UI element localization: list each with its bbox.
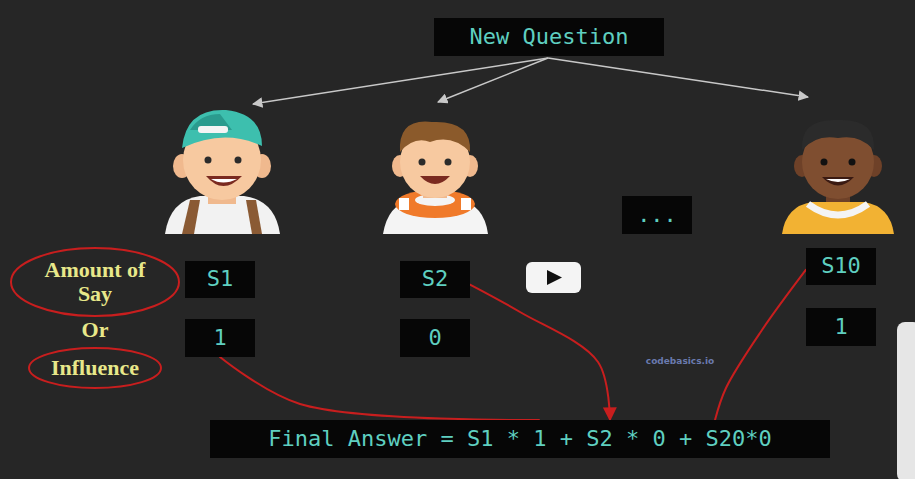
- annotation-arrow: [470, 285, 610, 420]
- annotation-circles: [11, 248, 179, 388]
- box-text: ...: [637, 202, 677, 228]
- annotation-arrow: [715, 270, 806, 420]
- say-box: S1: [185, 261, 255, 298]
- watermark: codebasics.io: [640, 355, 720, 367]
- box-text: S10: [821, 253, 861, 279]
- influence-box: 0: [400, 319, 470, 357]
- box-text: Final Answer = S1 * 1 + S2 * 0 + S20*0: [268, 426, 771, 452]
- box-text: New Question: [470, 24, 629, 50]
- axis-label: Influence: [20, 356, 170, 380]
- formula-box: Final Answer = S1 * 1 + S2 * 0 + S20*0: [210, 420, 830, 458]
- box-text: 1: [213, 325, 226, 351]
- say-box: S2: [400, 261, 470, 298]
- box-text: 1: [834, 314, 847, 340]
- axis-label: Amount of Say: [35, 258, 155, 306]
- ellipsis-box: ...: [622, 196, 692, 234]
- person-headphones: [782, 120, 894, 234]
- question-box: New Question: [434, 18, 664, 56]
- box-text: S1: [207, 266, 234, 292]
- box-text: S2: [422, 266, 449, 292]
- influence-box: 1: [185, 319, 255, 357]
- play-button: [526, 262, 581, 293]
- annotation-arrow: [220, 357, 539, 420]
- person-ring: [383, 122, 488, 234]
- box-text: 0: [428, 325, 441, 351]
- person-cap: [165, 110, 280, 234]
- influence-box: 1: [806, 308, 876, 346]
- axis-label: Or: [65, 318, 125, 342]
- fan-arrows: [253, 58, 808, 104]
- say-box: S10: [806, 248, 876, 285]
- presenter-thumbnail: [897, 322, 915, 479]
